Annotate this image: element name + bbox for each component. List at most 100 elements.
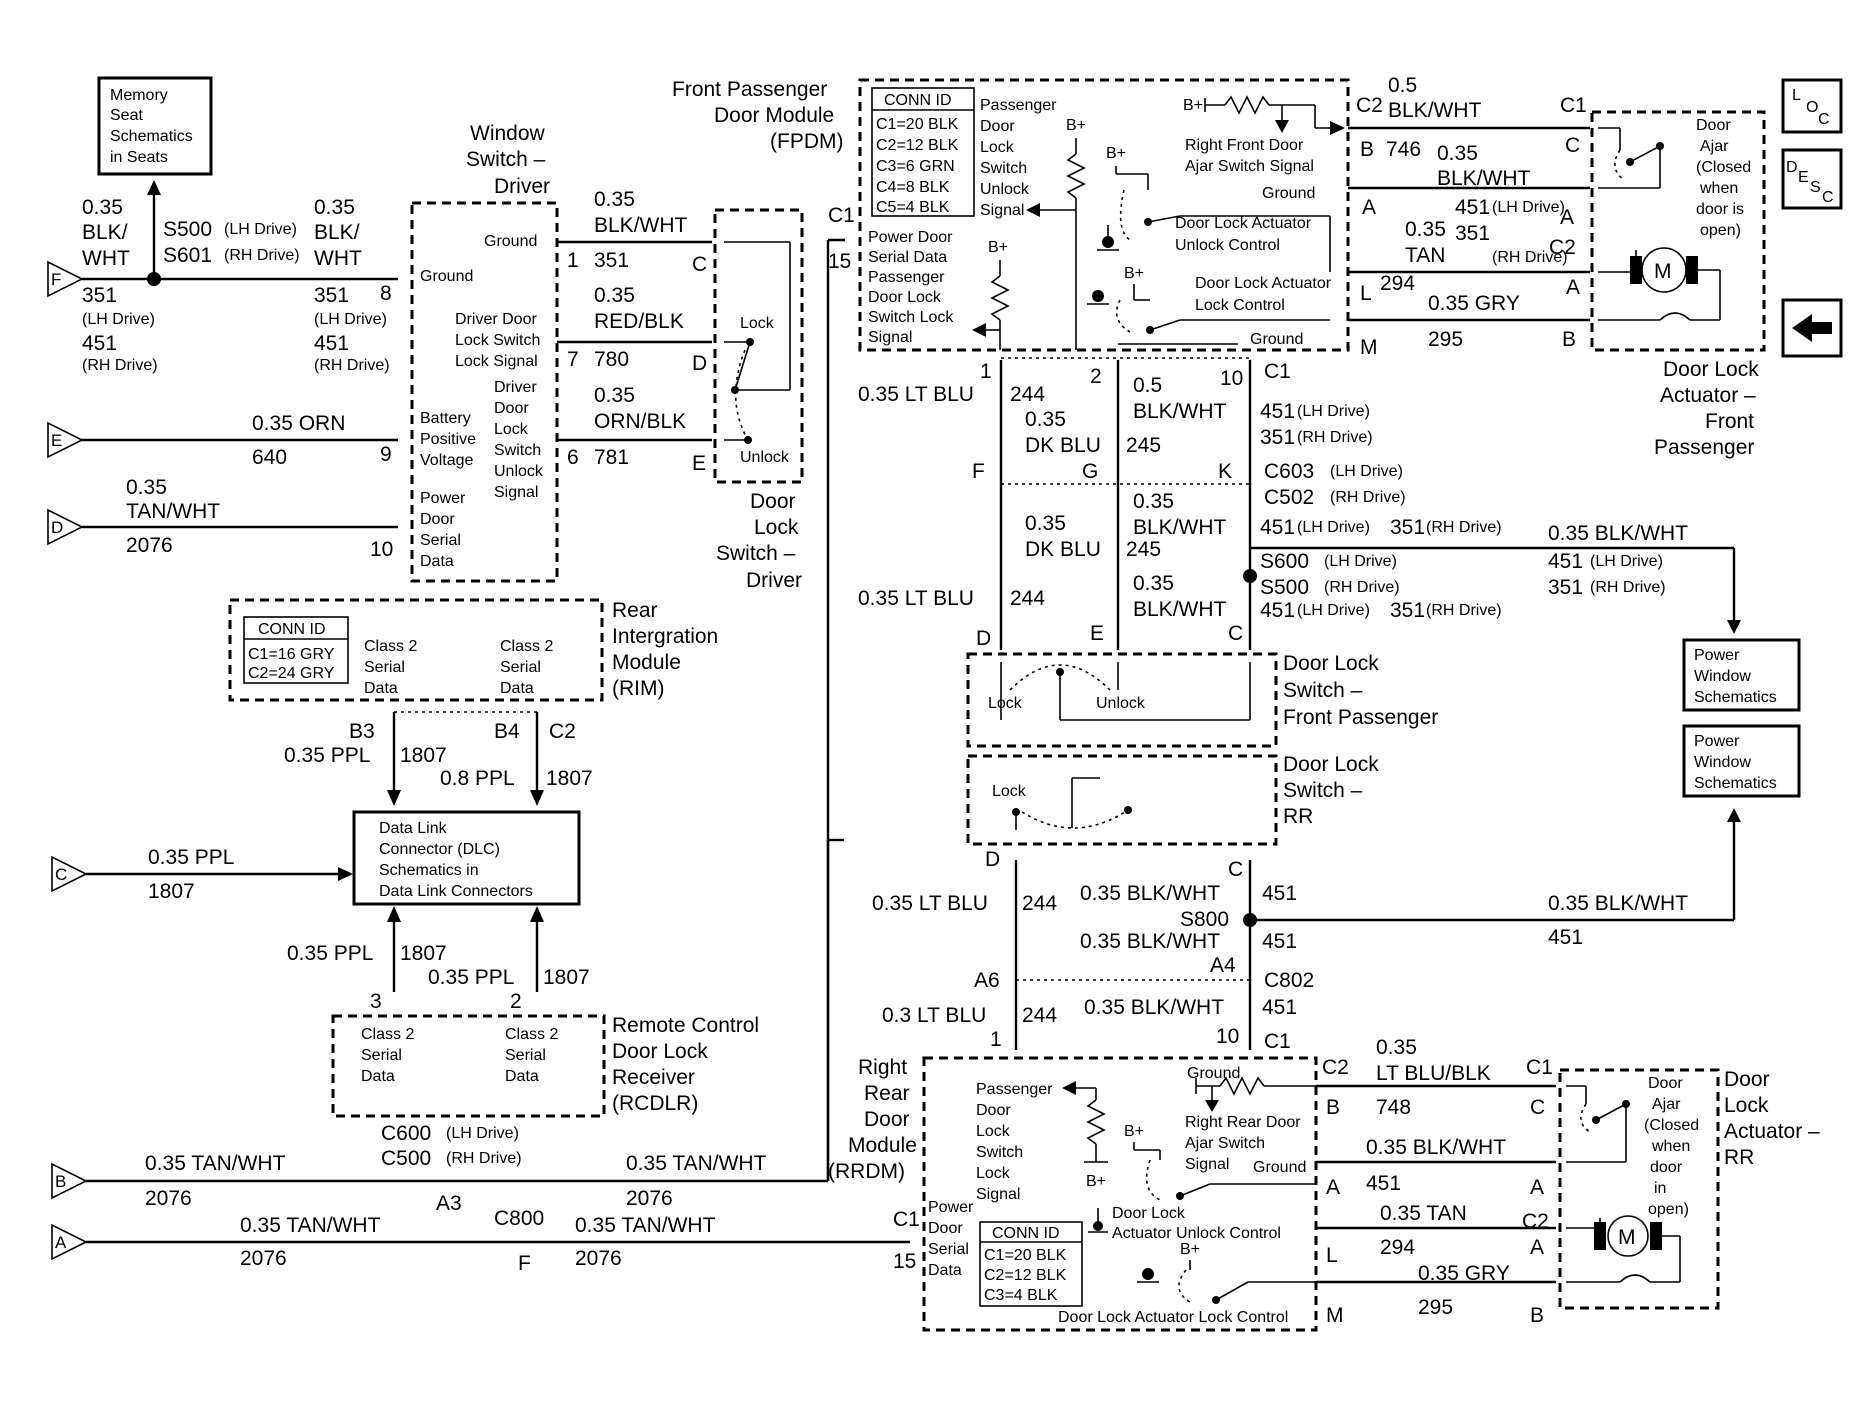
svg-text:351: 351	[314, 284, 349, 307]
data-link-connector: Data Link Connector (DLC) Schematics in …	[352, 810, 581, 906]
svg-text:451: 451	[82, 332, 117, 355]
svg-text:D: D	[1786, 159, 1798, 176]
svg-text:0.35 PPL: 0.35 PPL	[284, 744, 370, 767]
svg-text:BLK/: BLK/	[82, 221, 128, 244]
svg-text:2076: 2076	[126, 534, 173, 557]
svg-text:Ground: Ground	[1187, 1065, 1240, 1082]
svg-text:B+: B+	[1106, 145, 1126, 162]
svg-text:Battery: Battery	[420, 410, 471, 427]
svg-text:E: E	[1090, 622, 1104, 645]
svg-text:Remote Control: Remote Control	[612, 1014, 759, 1037]
svg-text:0.35: 0.35	[1025, 408, 1066, 431]
svg-text:D: D	[692, 352, 707, 375]
svg-text:S500: S500	[1260, 576, 1309, 599]
window-switch-driver: Window Switch – Driver Ground Ground Dri…	[410, 122, 559, 583]
svg-text:O: O	[1806, 99, 1818, 116]
svg-text:(RH Drive): (RH Drive)	[1426, 519, 1502, 536]
svg-text:0.35: 0.35	[594, 284, 635, 307]
svg-text:Ajar Switch: Ajar Switch	[1185, 1135, 1265, 1152]
svg-text:Lock: Lock	[1724, 1094, 1769, 1117]
svg-text:Door Lock: Door Lock	[612, 1040, 708, 1063]
svg-text:1807: 1807	[400, 942, 447, 965]
svg-text:Door: Door	[976, 1102, 1011, 1119]
svg-text:C2: C2	[1549, 236, 1576, 259]
svg-text:295: 295	[1418, 1296, 1453, 1319]
svg-text:Actuator Unlock Control: Actuator Unlock Control	[1112, 1225, 1281, 1242]
door-lock-switch-front-passenger: Lock Unlock Door Lock Switch – Front Pas…	[966, 652, 1438, 748]
svg-text:0.35: 0.35	[1405, 218, 1446, 241]
svg-text:Rear: Rear	[612, 599, 658, 622]
svg-text:1: 1	[980, 360, 992, 383]
svg-text:A: A	[1362, 196, 1376, 219]
svg-text:0.35 LT BLU: 0.35 LT BLU	[858, 587, 974, 610]
svg-text:351: 351	[82, 284, 117, 307]
svg-text:in Seats: in Seats	[110, 149, 168, 166]
svg-text:C: C	[1818, 111, 1830, 128]
svg-text:B: B	[1326, 1096, 1340, 1119]
svg-text:0.35: 0.35	[1133, 490, 1174, 513]
svg-text:M: M	[1326, 1304, 1344, 1327]
svg-text:Switch: Switch	[976, 1144, 1023, 1161]
svg-text:Driver Door: Driver Door	[455, 311, 537, 328]
door-lock-switch-driver: Lock Unlock Door Lock Switch – Driver	[713, 208, 804, 592]
svg-text:C1: C1	[893, 1208, 920, 1231]
svg-text:Class 2: Class 2	[505, 1026, 558, 1043]
svg-text:L: L	[1792, 87, 1801, 104]
svg-text:BLK/WHT: BLK/WHT	[1388, 99, 1482, 122]
door-lock-actuator-rr: Door Ajar (Closed when door in open) M D…	[1558, 1068, 1820, 1310]
svg-text:Door Lock: Door Lock	[868, 289, 942, 306]
svg-text:Voltage: Voltage	[420, 452, 473, 469]
svg-text:244: 244	[1022, 1004, 1057, 1027]
location-button[interactable]: L O C	[1781, 78, 1843, 134]
svg-text:351: 351	[1455, 222, 1490, 245]
svg-text:(LH Drive): (LH Drive)	[82, 311, 155, 328]
svg-text:Lock: Lock	[976, 1123, 1011, 1140]
svg-text:C800: C800	[494, 1207, 544, 1230]
svg-text:DK BLU: DK BLU	[1025, 434, 1101, 457]
svg-text:Schematics: Schematics	[1694, 775, 1777, 792]
svg-text:L: L	[1360, 282, 1372, 305]
svg-text:Passenger: Passenger	[868, 269, 945, 286]
svg-text:B: B	[55, 1172, 66, 1191]
svg-text:Lock: Lock	[740, 315, 775, 332]
svg-text:Serial: Serial	[361, 1047, 402, 1064]
svg-text:C2: C2	[549, 720, 576, 743]
svg-text:Serial: Serial	[364, 659, 405, 676]
svg-text:2076: 2076	[626, 1187, 673, 1210]
svg-text:0.35 ORN: 0.35 ORN	[252, 412, 345, 435]
svg-text:M: M	[1654, 260, 1672, 283]
power-window-schematics-1: Power Window Schematics	[1682, 638, 1801, 712]
svg-text:S800: S800	[1180, 908, 1229, 931]
svg-text:B3: B3	[349, 720, 375, 743]
description-button[interactable]: D E S C	[1781, 148, 1843, 210]
svg-text:A: A	[55, 1233, 67, 1252]
svg-text:Positive: Positive	[420, 431, 476, 448]
svg-text:B+: B+	[1124, 265, 1144, 282]
svg-text:Data: Data	[364, 680, 398, 697]
svg-text:BLK/: BLK/	[314, 221, 360, 244]
svg-text:CONN ID: CONN ID	[884, 92, 952, 109]
svg-text:0.35 PPL: 0.35 PPL	[428, 966, 514, 989]
svg-text:WHT: WHT	[82, 247, 130, 270]
svg-text:Ground: Ground	[1262, 185, 1315, 202]
svg-text:open): open)	[1648, 1201, 1689, 1218]
svg-text:C3=4 BLK: C3=4 BLK	[984, 1287, 1058, 1304]
svg-text:CONN ID: CONN ID	[258, 621, 326, 638]
svg-text:(LH Drive): (LH Drive)	[224, 221, 297, 238]
svg-text:Switch: Switch	[980, 160, 1027, 177]
svg-text:Passenger: Passenger	[980, 97, 1057, 114]
connector-f: F	[47, 260, 84, 298]
svg-text:Unlock Control: Unlock Control	[1175, 237, 1280, 254]
connector-c: C	[51, 855, 88, 893]
svg-text:Door: Door	[928, 1220, 963, 1237]
svg-text:1: 1	[990, 1028, 1002, 1051]
svg-text:C603: C603	[1264, 460, 1314, 483]
svg-text:C2=12 BLK: C2=12 BLK	[984, 1267, 1067, 1284]
svg-text:(RH Drive): (RH Drive)	[82, 357, 158, 374]
svg-text:LT BLU/BLK: LT BLU/BLK	[1376, 1062, 1491, 1085]
svg-text:(LH Drive): (LH Drive)	[1492, 199, 1565, 216]
svg-text:Door: Door	[750, 490, 796, 513]
back-arrow-icon[interactable]	[1781, 298, 1843, 358]
svg-text:244: 244	[1022, 892, 1057, 915]
svg-text:0.35: 0.35	[1025, 512, 1066, 535]
